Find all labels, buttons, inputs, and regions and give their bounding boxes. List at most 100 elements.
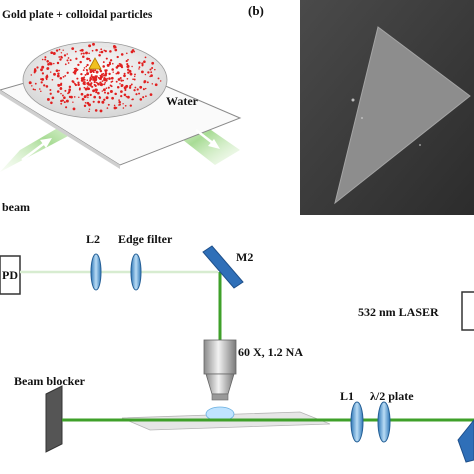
particle: [136, 88, 139, 91]
particle: [34, 82, 37, 85]
laser-box: [461, 291, 474, 331]
particle: [97, 91, 100, 95]
particle: [142, 63, 144, 66]
particle: [82, 55, 85, 58]
particle: [106, 107, 109, 109]
particle: [64, 63, 67, 66]
particle: [71, 80, 74, 83]
particle: [69, 59, 72, 62]
particle: [89, 93, 92, 97]
particle: [94, 84, 97, 88]
particle: [151, 66, 154, 70]
particle: [82, 79, 84, 82]
particle: [131, 98, 134, 101]
particle: [97, 100, 101, 104]
particle: [86, 63, 89, 67]
particle: [73, 82, 76, 85]
edge-filter-label: Edge filter: [118, 232, 173, 246]
particle: [90, 75, 93, 77]
particle: [86, 72, 90, 76]
particle: [73, 72, 77, 75]
particle: [92, 100, 95, 103]
l1-label: L1: [340, 389, 355, 403]
particle: [50, 101, 53, 105]
particle: [113, 106, 117, 110]
particle: [116, 55, 119, 59]
particle: [88, 52, 90, 55]
particle: [56, 74, 60, 78]
particle: [129, 72, 133, 76]
particle: [120, 53, 124, 56]
pd-label: PD: [2, 268, 18, 282]
particle: [101, 80, 104, 82]
particle: [83, 96, 86, 98]
particle: [150, 71, 153, 74]
particle: [76, 68, 79, 71]
particle: [82, 69, 85, 72]
particle: [103, 78, 106, 82]
edge-filter: [130, 253, 142, 291]
gold-plate-edge: [0, 90, 120, 169]
photodetector-box: [0, 255, 21, 295]
particle: [118, 100, 121, 104]
particle: [142, 96, 145, 99]
gold-microplate-triangle: [88, 57, 102, 70]
particle: [62, 99, 65, 102]
particle: [55, 49, 59, 52]
half-wave-plate-label: λ/2 plate: [370, 389, 414, 403]
particle: [46, 60, 49, 63]
panel-a: [0, 41, 242, 172]
particle: [67, 92, 69, 95]
particle: [65, 106, 68, 109]
particle: [127, 58, 129, 61]
particle: [97, 82, 100, 86]
panel-b-label: (b): [248, 3, 264, 18]
particle: [34, 88, 36, 91]
particle: [68, 88, 72, 92]
particle: [117, 78, 121, 81]
particle: [99, 81, 102, 84]
particle: [90, 83, 92, 85]
particle: [60, 92, 62, 95]
particle: [99, 109, 103, 113]
particle: [86, 57, 89, 61]
particle: [99, 51, 101, 53]
particle: [64, 89, 67, 92]
particle: [126, 64, 130, 68]
particle: [130, 50, 134, 54]
particle: [82, 98, 85, 101]
particle: [138, 66, 141, 68]
particle: [104, 50, 107, 53]
particle: [125, 52, 128, 55]
particle: [61, 94, 64, 97]
particle: [100, 50, 104, 54]
particle: [65, 99, 69, 103]
particle: [111, 96, 114, 100]
particle: [83, 86, 86, 89]
particle: [151, 83, 154, 85]
particle: [145, 95, 147, 98]
particle: [128, 86, 132, 89]
particle: [55, 69, 59, 73]
particle: [109, 84, 112, 87]
particle: [157, 77, 160, 80]
particle: [123, 74, 126, 78]
particle: [84, 87, 88, 91]
particle: [79, 60, 82, 64]
particle: [134, 73, 136, 76]
beam-blocker-label: Beam blocker: [14, 374, 85, 388]
particle: [154, 83, 158, 87]
particle: [144, 87, 147, 90]
particle: [122, 79, 125, 82]
particle: [118, 99, 120, 101]
particle: [28, 81, 32, 85]
particle: [67, 57, 70, 59]
particle: [107, 103, 110, 106]
particle: [99, 74, 102, 77]
particle: [122, 107, 125, 109]
particle: [88, 108, 91, 110]
particle: [138, 68, 140, 70]
particle: [123, 72, 126, 75]
particle: [144, 73, 147, 76]
particle: [66, 53, 68, 55]
